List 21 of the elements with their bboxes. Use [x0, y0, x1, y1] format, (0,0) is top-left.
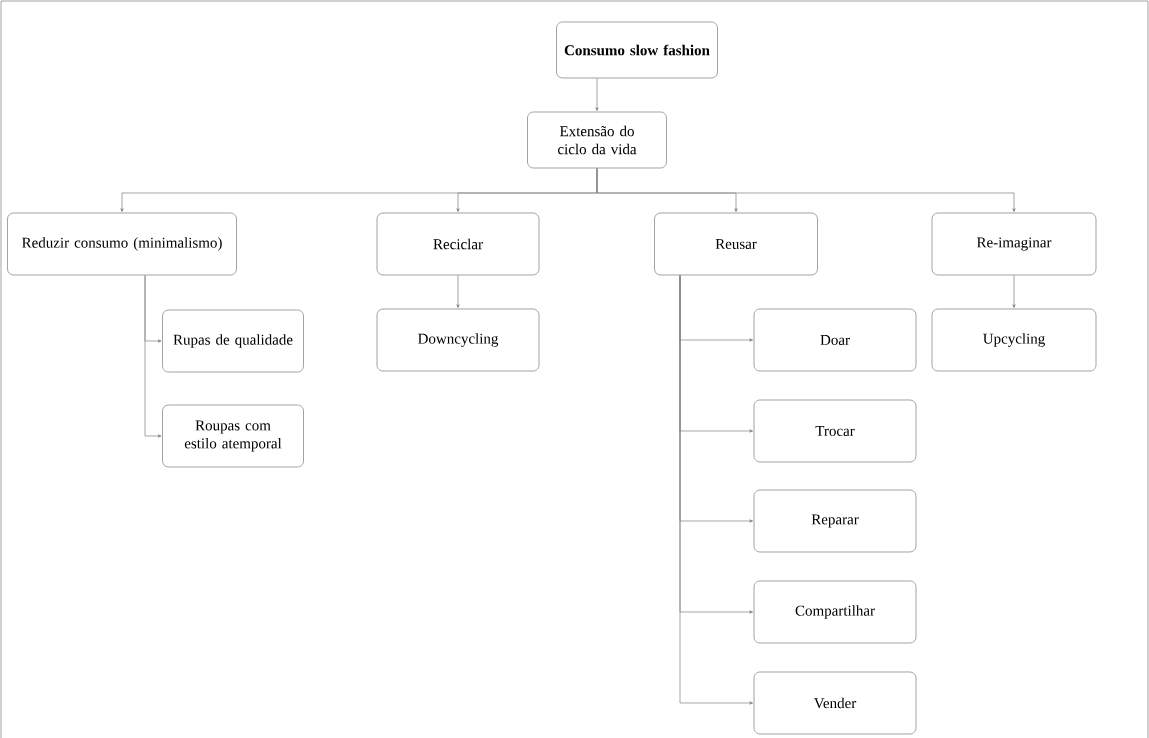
process-box: Upcycling: [931, 308, 1097, 372]
process-box: Trocar: [753, 399, 917, 463]
arrow: [456, 275, 460, 308]
process-box: Reciclar: [376, 212, 540, 276]
process-box: Doar: [753, 308, 917, 372]
process-box: Reusar: [654, 212, 818, 276]
arrow: [595, 78, 599, 111]
process-box: Compartilhar: [753, 580, 917, 644]
process-box: Roupas com estilo atemporal: [162, 404, 304, 468]
arrow: [144, 275, 162, 438]
process-box: Downcycling: [376, 308, 540, 372]
arrow: [679, 275, 753, 705]
process-box: Reduzir consumo (minimalismo): [7, 212, 237, 276]
process-box: Rupas de qualidade: [162, 309, 304, 373]
process-box: Consumo slow fashion: [556, 21, 718, 79]
process-box: Reparar: [753, 489, 917, 553]
arrow: [1012, 275, 1016, 308]
arrow: [596, 168, 1016, 212]
process-box: Extensão do ciclo da vida: [527, 111, 667, 169]
process-box: Re-imaginar: [931, 212, 1097, 276]
process-box: Vender: [753, 671, 917, 735]
